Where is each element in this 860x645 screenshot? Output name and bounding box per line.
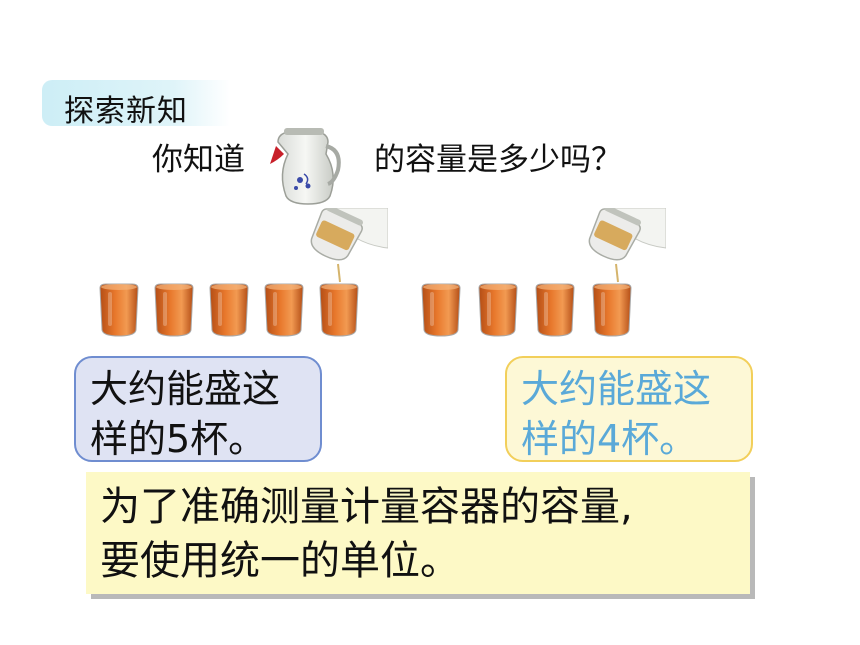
pouring-kettle-icon [310,208,388,283]
conclusion-line1: 为了准确测量计量容器的容量, [100,484,633,530]
conclusion-note: 为了准确测量计量容器的容量, 要使用统一的单位。 [86,472,750,594]
question-text-before: 你知道 [152,142,245,178]
section-tag-label: 探索新知 [64,94,188,129]
pouring-kettle-icon [588,208,666,283]
juice-cup-icon [421,283,461,337]
juice-cup-icon [154,283,194,337]
conclusion-line2: 要使用统一的单位。 [100,538,460,584]
right-capacity-line1: 大约能盛这 [521,367,712,411]
right-capacity-bubble: 大约能盛这 样的4杯。 [505,356,753,462]
juice-cup-icon [319,283,359,337]
left-capacity-line2: 样的5杯。 [90,417,267,461]
left-capacity-bubble: 大约能盛这 样的5杯。 [74,356,322,462]
kettle-icon [270,128,341,205]
juice-cup-icon [592,283,632,337]
juice-cup-icon [535,283,575,337]
right-capacity-line2: 样的4杯。 [521,417,698,461]
juice-cup-icon [209,283,249,337]
juice-cup-icon [478,283,518,337]
juice-cup-icon [264,283,304,337]
section-tag: 探索新知 [42,80,230,129]
left-capacity-line1: 大约能盛这 [90,367,281,411]
juice-cup-icon [99,283,139,337]
question-text-after: 的容量是多少吗？ [374,142,622,178]
